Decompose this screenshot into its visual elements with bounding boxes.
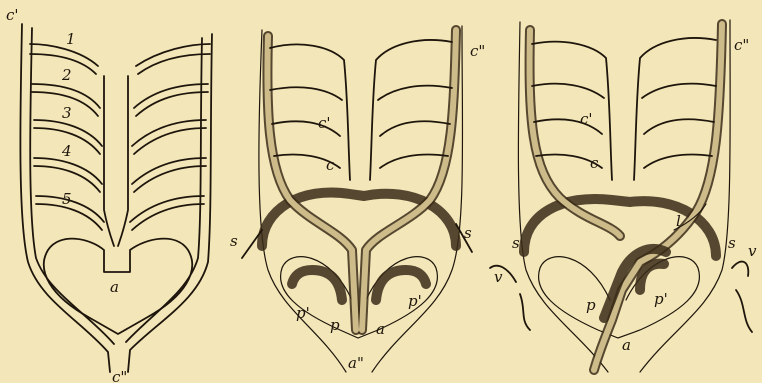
right-label-s-left: s [512,234,520,252]
middle-label-p: p [330,316,340,334]
right-label-p-prime: p' [654,290,668,308]
right-arch-right-4 [644,155,712,169]
right-label-c-prime: c' [580,110,593,128]
right-label-a: a [622,336,631,354]
right-label-s-right: s [728,234,736,252]
label-arch-4: 4 [61,142,72,160]
label-arch-3: 3 [62,104,72,122]
middle-label-c: c [326,156,335,174]
left-trunk [104,76,114,246]
figure-left: c' 1 2 3 4 5 a c" [6,6,212,383]
right-label-p: p [586,296,596,314]
middle-arch-left-1 [270,44,350,180]
right-arch-right-3 [644,119,714,134]
right-label-v-right: v [748,242,757,260]
middle-label-s-left: s [230,232,238,250]
middle-label-p-prime-right: p' [408,292,422,310]
middle-arch-right-2 [378,86,452,100]
middle-arch-right-3 [380,121,450,136]
middle-label-s-right: s [464,224,472,242]
label-a: a [110,278,119,296]
middle-label-c-prime: c' [318,114,331,132]
label-arch-1: 1 [66,30,76,48]
figure-middle: c" c' c s s p' p' p a a" [230,26,485,372]
figure-right: c" c' c l s s v v p p' a [490,20,757,372]
middle-label-a: a [376,320,385,338]
right-label-l: l [676,212,681,230]
label-c-double-prime: c" [112,368,127,383]
middle-label-c-double-prime: c" [470,42,485,60]
right-label-v-left: v [494,268,503,286]
right-pulmonary-branch [640,264,664,290]
right-arch-1b [138,54,210,74]
label-arch-2: 2 [61,66,72,84]
right-vein-right [732,262,752,332]
right-arch-right-1 [634,38,716,180]
right-arch-2b [136,92,208,116]
right-arch-right-2 [642,84,716,98]
middle-label-p-prime-left: p' [296,304,310,322]
left-trunk-r [118,76,128,246]
middle-arch-right-4 [380,155,448,169]
left-arch-4b [34,166,100,192]
right-arch-left-1 [532,42,612,180]
right-arch-left-2 [532,84,604,98]
right-label-c: c [590,154,599,172]
right-arch-5b [132,204,204,230]
right-label-c-double-prime: c" [734,36,749,54]
left-outer-outline-inner [30,28,114,344]
middle-arch-left-2 [270,87,342,100]
right-arch-4b [134,166,206,192]
middle-label-a-double-prime: a" [348,354,364,372]
middle-arch-right-1 [370,40,452,180]
middle-pulmonary-left [292,270,342,300]
right-arch-3b [134,128,206,154]
label-arch-5: 5 [62,190,72,208]
label-c-prime: c' [6,6,19,24]
